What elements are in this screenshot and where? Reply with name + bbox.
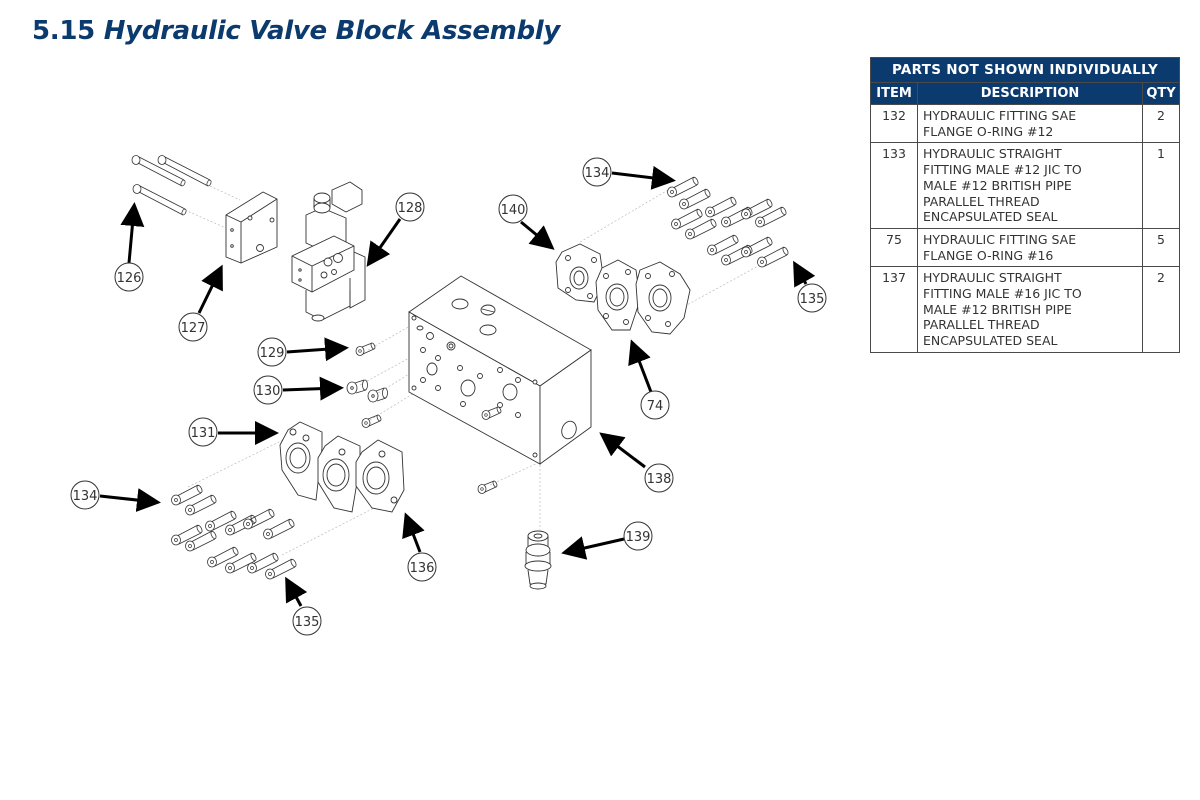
callout-label: 139 [626, 530, 651, 545]
callout-74: 74 [640, 390, 670, 420]
cell-item: 132 [870, 103, 918, 144]
callout-label: 126 [117, 271, 142, 286]
part-screw-bottom [477, 480, 499, 494]
part-130-plugs [346, 379, 388, 403]
part-129-screw [355, 342, 377, 356]
part-136-split-flanges [279, 421, 405, 513]
table-row: 132 HYDRAULIC FITTING SAE FLANGE O-RING … [870, 103, 1180, 144]
section-title: Hydraulic Valve Block Assembly [103, 16, 561, 46]
callout-129: 129 [257, 337, 287, 367]
callout-arrows [99, 165, 816, 607]
cell-description: HYDRAULIC FITTING SAE FLANGE O-RING #12 [917, 103, 1143, 144]
callout-134-lower: 134 [70, 480, 100, 510]
cell-qty: 2 [1142, 266, 1180, 353]
part-134-135-bolts-lower [171, 484, 298, 580]
callout-label: 130 [256, 384, 281, 399]
part-128-solenoid-valve [291, 181, 366, 322]
part-screw-lower [361, 414, 383, 428]
callout-label: 136 [410, 561, 435, 576]
table-row: 133 HYDRAULIC STRAIGHT FITTING MALE #12 … [870, 142, 1180, 229]
callout-127: 127 [178, 312, 208, 342]
cell-item: 75 [870, 227, 918, 268]
callout-128: 128 [395, 192, 425, 222]
callout-140: 140 [498, 194, 528, 224]
cell-description: HYDRAULIC STRAIGHT FITTING MALE #16 JIC … [917, 266, 1143, 353]
callout-130: 130 [253, 375, 283, 405]
part-main-manifold-block [408, 275, 592, 465]
callout-label: 129 [260, 346, 285, 361]
callout-label: 134 [73, 489, 98, 504]
part-140-74-flanges [555, 243, 691, 335]
callout-label: 134 [585, 166, 610, 181]
section-number: 5.15 [32, 16, 95, 46]
table-row: 137 HYDRAULIC STRAIGHT FITTING MALE #16 … [870, 266, 1180, 353]
callout-label: 140 [501, 203, 526, 218]
callout-label: 74 [647, 399, 664, 414]
part-139-cartridge-valve [524, 530, 552, 590]
callout-label: 131 [191, 426, 216, 441]
callout-135-upper: 135 [797, 283, 827, 313]
callout-label: 135 [295, 615, 320, 630]
part-126-long-bolts [131, 155, 212, 216]
cell-qty: 5 [1142, 227, 1180, 268]
table-caption: PARTS NOT SHOWN INDIVIDUALLY [870, 57, 1180, 83]
part-127-cover-plate [225, 191, 278, 264]
table-row: 75 HYDRAULIC FITTING SAE FLANGE O-RING #… [870, 227, 1180, 268]
cell-description: HYDRAULIC STRAIGHT FITTING MALE #12 JIC … [917, 142, 1143, 229]
part-134-135-bolts-upper [667, 176, 790, 268]
cell-qty: 2 [1142, 103, 1180, 144]
cell-description: HYDRAULIC FITTING SAE FLANGE O-RING #16 [917, 227, 1143, 268]
callout-126: 126 [114, 262, 144, 292]
page-title: 5.15 Hydraulic Valve Block Assembly [32, 16, 560, 46]
callout-138: 138 [644, 463, 674, 493]
callout-139: 139 [623, 521, 653, 551]
callout-label: 135 [800, 292, 825, 307]
callout-label: 127 [181, 321, 206, 336]
cell-item: 137 [870, 266, 918, 353]
callout-label: 138 [647, 472, 672, 487]
parts-not-shown-table: PARTS NOT SHOWN INDIVIDUALLY ITEM DESCRI… [870, 57, 1180, 353]
callout-131: 131 [188, 417, 218, 447]
callout-135-lower: 135 [292, 606, 322, 636]
cell-qty: 1 [1142, 142, 1180, 229]
header-description: DESCRIPTION [917, 82, 1143, 105]
callout-136: 136 [407, 552, 437, 582]
callout-134-upper: 134 [582, 157, 612, 187]
callout-label: 128 [398, 201, 423, 216]
